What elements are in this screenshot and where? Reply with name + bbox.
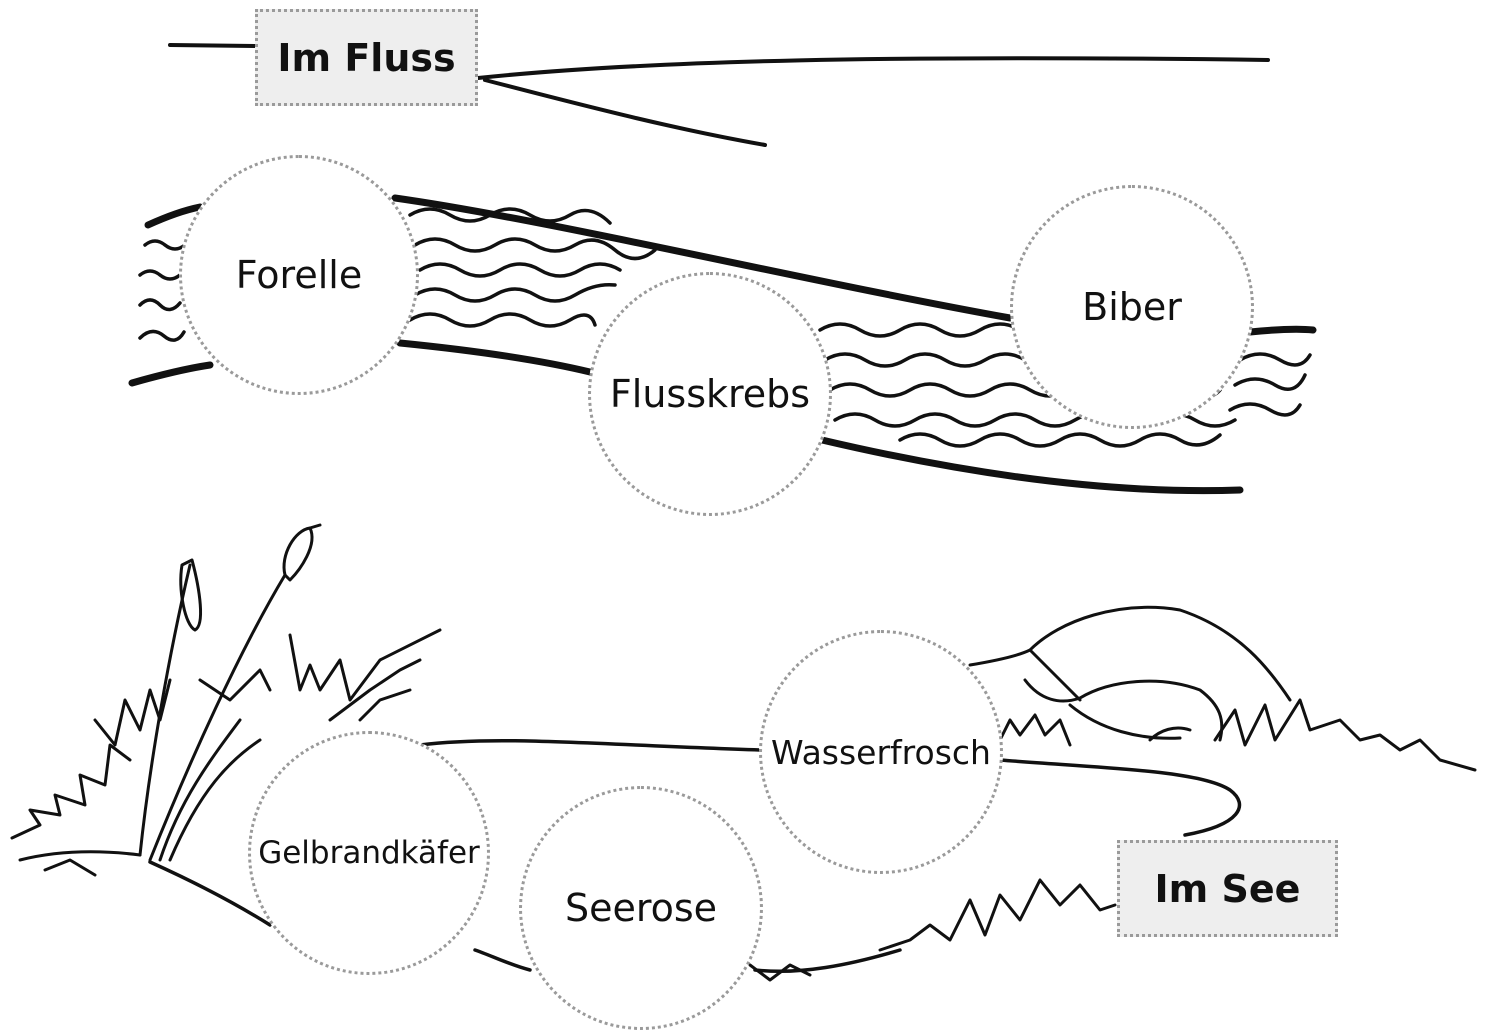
rocks — [970, 607, 1290, 740]
label-circle-beaver: Biber — [1010, 185, 1254, 429]
label-circle-trout: Forelle — [179, 155, 419, 395]
title-lake: Im See — [1117, 840, 1338, 937]
label-circle-crayfish: Flusskrebs — [588, 272, 832, 516]
title-lake-text: Im See — [1155, 867, 1301, 911]
label-trout: Forelle — [236, 253, 362, 297]
label-crayfish: Flusskrebs — [610, 372, 810, 416]
label-circle-beetle: Gelbrandkäfer — [248, 731, 490, 975]
label-circle-frog: Wasserfrosch — [759, 630, 1003, 874]
label-circle-waterlily: Seerose — [519, 786, 763, 1030]
title-river-text: Im Fluss — [277, 36, 455, 80]
label-frog: Wasserfrosch — [771, 733, 991, 772]
label-waterlily: Seerose — [565, 886, 717, 930]
label-beetle: Gelbrandkäfer — [258, 835, 480, 871]
title-river: Im Fluss — [255, 9, 478, 106]
label-beaver: Biber — [1082, 285, 1182, 329]
